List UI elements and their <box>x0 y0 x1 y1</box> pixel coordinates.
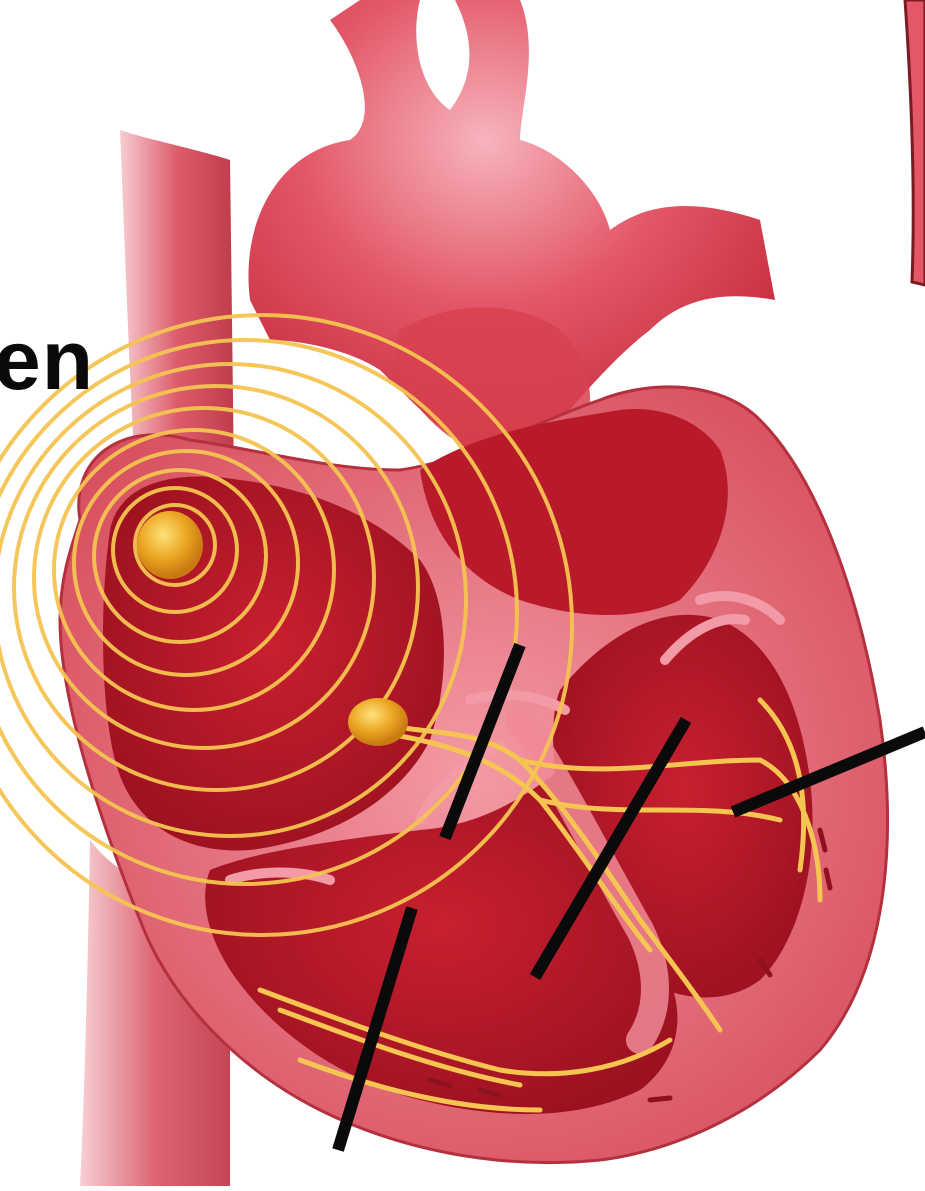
sa-node-icon <box>137 511 203 579</box>
cropped-label-text: en <box>0 318 94 402</box>
av-node-icon <box>348 698 408 746</box>
vessel-top-right <box>905 0 925 285</box>
